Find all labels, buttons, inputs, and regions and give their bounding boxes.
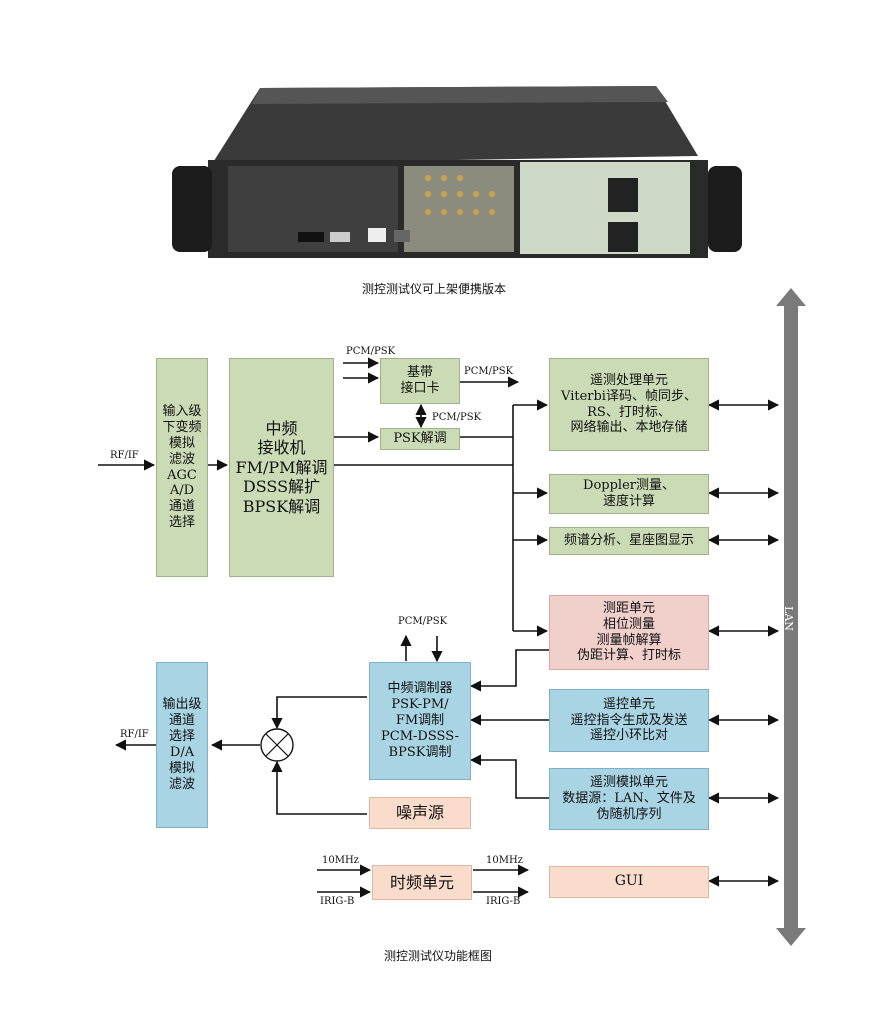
mixer-symbol (260, 728, 294, 762)
ref-10mhz-out-label: 10MHz (486, 855, 523, 866)
telemetry-processing-block: 遥测处理单元 Viterbi译码、帧同步、 RS、打时标、 网络输出、本地存储 (549, 358, 709, 451)
baseband-interface-block: 基带 接口卡 (380, 358, 460, 404)
diagram-caption: 测控测试仪功能框图 (384, 949, 493, 963)
output-stage-block: 输出级 通道 选择 D/A 模拟 滤波 (156, 662, 208, 828)
irig-b-in-label: IRIG-B (320, 896, 355, 907)
if-receiver-block: 中频 接收机 FM/PM解调 DSSS解扩 BPSK解调 (229, 358, 334, 577)
ref-10mhz-in-label: 10MHz (322, 855, 359, 866)
psk-demod-block: PSK解调 (380, 428, 460, 450)
photo-caption: 测控测试仪可上架便携版本 (362, 282, 507, 296)
if-modulator-block: 中频调制器 PSK-PM/ FM调制 PCM-DSSS- BPSK调制 (369, 662, 471, 780)
rf-if-output-label: RF/IF (120, 729, 149, 740)
gui-block: GUI (549, 866, 709, 898)
pcm-psk-modulator-label: PCM/PSK (398, 616, 448, 627)
pcm-psk-top-label: PCM/PSK (346, 346, 396, 357)
rf-if-input-label: RF/IF (110, 450, 139, 461)
ranging-block: 测距单元 相位测量 测量帧解算 伪距计算、打时标 (549, 595, 709, 670)
doppler-block: Doppler测量、 速度计算 (549, 474, 709, 514)
pcm-psk-baseband-out-label: PCM/PSK (464, 366, 514, 377)
pcm-psk-mid-label: PCM/PSK (432, 412, 482, 423)
time-frequency-block: 时频单元 (372, 865, 472, 900)
spectrum-block: 频谱分析、星座图显示 (549, 527, 709, 555)
instrument-photo (172, 86, 742, 258)
noise-source-block: 噪声源 (369, 797, 471, 829)
input-stage-block: 输入级 下变频 模拟 滤波 AGC A/D 通道 选择 (156, 358, 208, 577)
lan-bus (776, 288, 806, 946)
lan-bus-label: LAN (781, 606, 795, 631)
telecommand-block: 遥控单元 遥控指令生成及发送 遥控小环比对 (549, 689, 709, 752)
irig-b-out-label: IRIG-B (486, 896, 521, 907)
telemetry-simulation-block: 遥测模拟单元 数据源：LAN、文件及 伪随机序列 (549, 768, 709, 830)
